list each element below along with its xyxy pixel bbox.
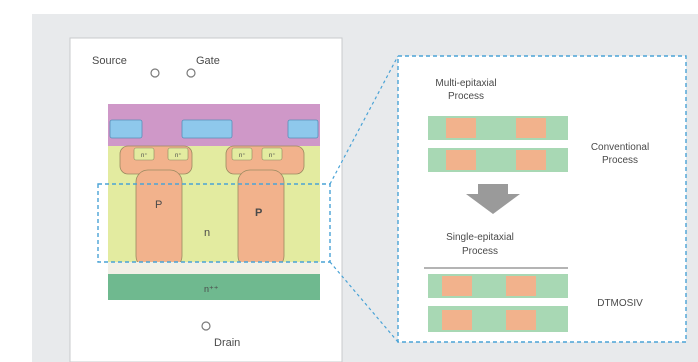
single-epi-p-block: [442, 310, 472, 330]
gate-electrode: [181, 119, 233, 139]
n-plus-contact: [261, 147, 283, 161]
down-arrow-icon: [466, 184, 520, 214]
gate-label: Gate: [196, 55, 220, 67]
multi-epi-structure: [428, 116, 568, 172]
drain-label: Drain: [214, 337, 240, 349]
n-plus-contact: [133, 147, 155, 161]
single-epi-p-block: [442, 276, 472, 296]
device-cross-section: n⁺ n⁺ n⁺ n⁺ P n P n⁺⁺: [108, 104, 320, 300]
source-terminal-icon: [150, 68, 160, 78]
gate-electrode: [287, 119, 319, 139]
multi-epi-p-block: [446, 150, 476, 170]
buffer-layer: [108, 262, 320, 274]
p-pillar-right-label: P: [255, 207, 262, 219]
product-label: DTMOSIV: [597, 298, 643, 309]
n-plus-contact: [167, 147, 189, 161]
conventional-label-1: Conventional: [591, 142, 649, 153]
n-plus-contact: [231, 147, 253, 161]
substrate-layer: [108, 274, 320, 300]
contact-label: n⁺: [269, 152, 276, 159]
contact-label: n⁺: [175, 152, 182, 159]
single-epi-p-block: [506, 310, 536, 330]
single-epi-separator: [428, 298, 568, 306]
substrate-label: n⁺⁺: [204, 284, 219, 294]
highlight-zone: [97, 183, 331, 263]
n-region-label: n: [204, 227, 210, 239]
multi-epi-separator: [428, 140, 568, 148]
conventional-label-2: Process: [602, 155, 638, 166]
single-epi-p-block: [506, 276, 536, 296]
source-label: Source: [92, 55, 127, 67]
multi-epi-title-2: Process: [448, 91, 484, 102]
multi-epi-title-1: Multi-epitaxial: [435, 78, 496, 89]
gate-electrode: [109, 119, 143, 139]
gate-terminal-icon: [186, 68, 196, 78]
drain-terminal-icon: [201, 321, 211, 331]
contact-label: n⁺: [239, 152, 246, 159]
multi-epi-p-block: [516, 150, 546, 170]
multi-epi-p-block: [516, 118, 546, 138]
multi-epi-p-block: [446, 118, 476, 138]
p-pillar-left-label: P: [155, 199, 162, 211]
single-epi-structure: [424, 267, 568, 332]
zoom-connector-top: [329, 55, 399, 185]
single-epi-title-2: Process: [462, 246, 498, 257]
contact-label: n⁺: [141, 152, 148, 159]
single-epi-title-1: Single-epitaxial: [446, 232, 514, 243]
